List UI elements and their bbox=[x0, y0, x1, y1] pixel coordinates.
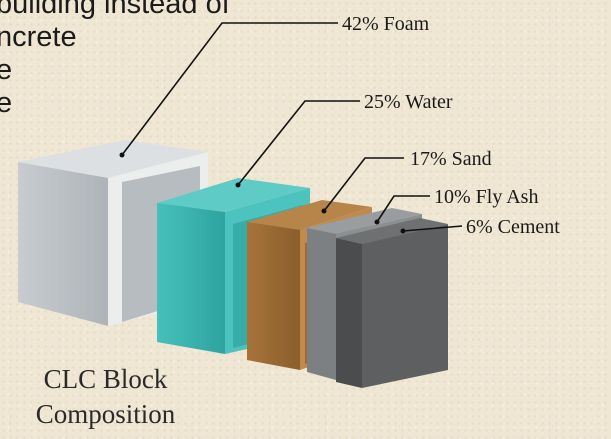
fly-ash-leader-line bbox=[376, 195, 430, 223]
sand-leader-line bbox=[323, 157, 404, 212]
water-leader-line bbox=[237, 100, 360, 186]
diagram-caption: CLC Block Composition bbox=[18, 362, 193, 432]
leader-dots bbox=[119, 152, 406, 234]
background-text: building instead of ncrete e e bbox=[0, 0, 230, 120]
background-text-line: building instead of bbox=[0, 0, 230, 20]
caption-line-2: Composition bbox=[35, 399, 176, 429]
caption-line-1: CLC Block bbox=[43, 364, 168, 394]
fly-ash-label: 10% Fly Ash bbox=[434, 186, 538, 208]
water-label: 25% Water bbox=[364, 91, 453, 113]
background-text-line: ncrete bbox=[0, 21, 77, 53]
background-text-line: e bbox=[0, 87, 13, 119]
cement-block bbox=[336, 218, 448, 388]
foam-label: 42% Foam bbox=[342, 13, 430, 35]
cement-label: 6% Cement bbox=[466, 216, 560, 238]
background-text-line: e bbox=[0, 54, 13, 86]
sand-label: 17% Sand bbox=[410, 148, 492, 170]
cement-leader-line bbox=[402, 225, 463, 232]
leader-lines bbox=[121, 22, 463, 232]
foam-leader-line bbox=[121, 22, 338, 156]
